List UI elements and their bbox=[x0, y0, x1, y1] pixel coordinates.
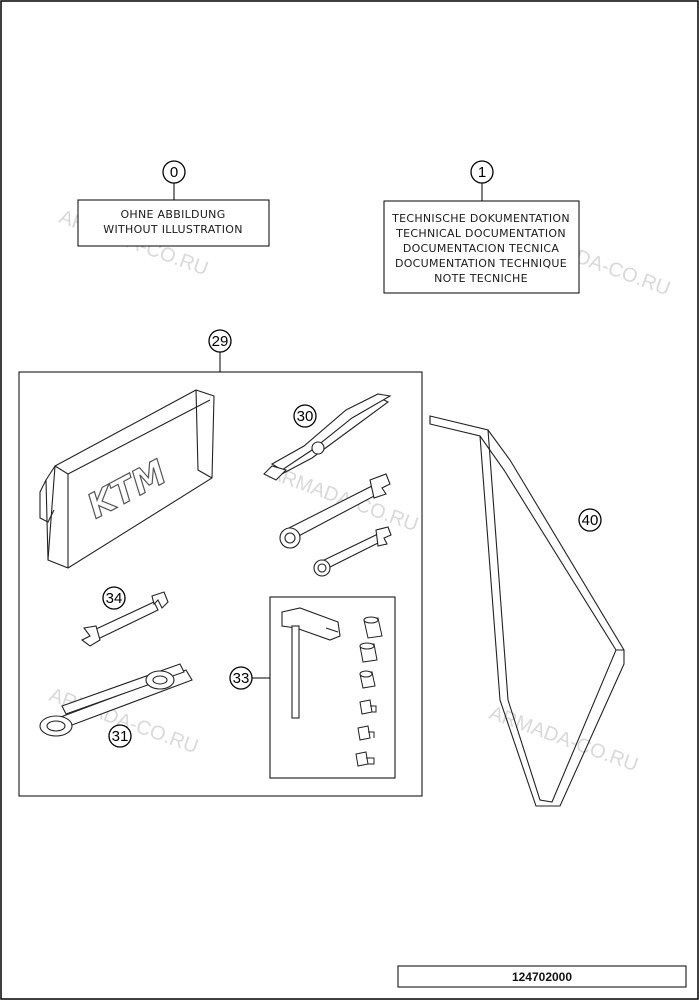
svg-text:40: 40 bbox=[582, 512, 599, 529]
callout-40[interactable]: 40 bbox=[578, 508, 602, 532]
t-handle-drawing bbox=[281, 607, 341, 719]
combination-wrench-large-drawing bbox=[279, 473, 391, 549]
callout-0[interactable]: 0 bbox=[162, 160, 186, 184]
without-illustration-box bbox=[77, 199, 270, 247]
side-stand-drawing bbox=[429, 415, 625, 807]
callout-31[interactable]: 31 bbox=[108, 724, 132, 748]
callout-29[interactable]: 29 bbox=[208, 329, 232, 353]
callout-30[interactable]: 30 bbox=[293, 404, 317, 428]
callout-33[interactable]: 33 bbox=[229, 666, 253, 690]
svg-text:34: 34 bbox=[106, 590, 123, 607]
combination-wrench-small-drawing bbox=[313, 526, 392, 577]
svg-text:0: 0 bbox=[170, 164, 178, 181]
label-line: DOCUMENTATION TECHNIQUE bbox=[395, 257, 567, 270]
open-end-wrench-drawing bbox=[80, 591, 169, 647]
label-line: WITHOUT ILLUSTRATION bbox=[103, 223, 242, 236]
svg-text:29: 29 bbox=[212, 333, 229, 350]
pliers-drawing bbox=[263, 393, 392, 481]
label-line: NOTE TECNICHE bbox=[434, 272, 528, 285]
callout-1[interactable]: 1 bbox=[470, 160, 494, 184]
label-line: OHNE ABBILDUNG bbox=[120, 208, 225, 221]
watermark-3: ARMADA-CO.RU bbox=[266, 462, 421, 536]
svg-text:1: 1 bbox=[478, 164, 486, 181]
technical-documentation-box bbox=[383, 200, 580, 294]
tool-bag-drawing bbox=[39, 389, 215, 569]
document-number-box bbox=[397, 965, 687, 988]
ring-spanner-drawing bbox=[39, 663, 193, 737]
svg-text:31: 31 bbox=[112, 728, 129, 745]
tool-kit-frame bbox=[18, 371, 423, 797]
label-line: DOCUMENTACION TECNICA bbox=[403, 242, 560, 255]
svg-text:30: 30 bbox=[297, 408, 314, 425]
label-line: TECHNISCHE DOKUMENTATION bbox=[391, 212, 570, 225]
svg-text:33: 33 bbox=[233, 670, 250, 687]
document-number: 124702000 bbox=[512, 970, 572, 984]
socket-bits-drawing bbox=[355, 616, 383, 767]
callout-34[interactable]: 34 bbox=[102, 586, 126, 610]
label-line: TECHNICAL DOCUMENTATION bbox=[395, 227, 566, 240]
watermark-5: ARMADA-CO.RU bbox=[486, 702, 641, 776]
